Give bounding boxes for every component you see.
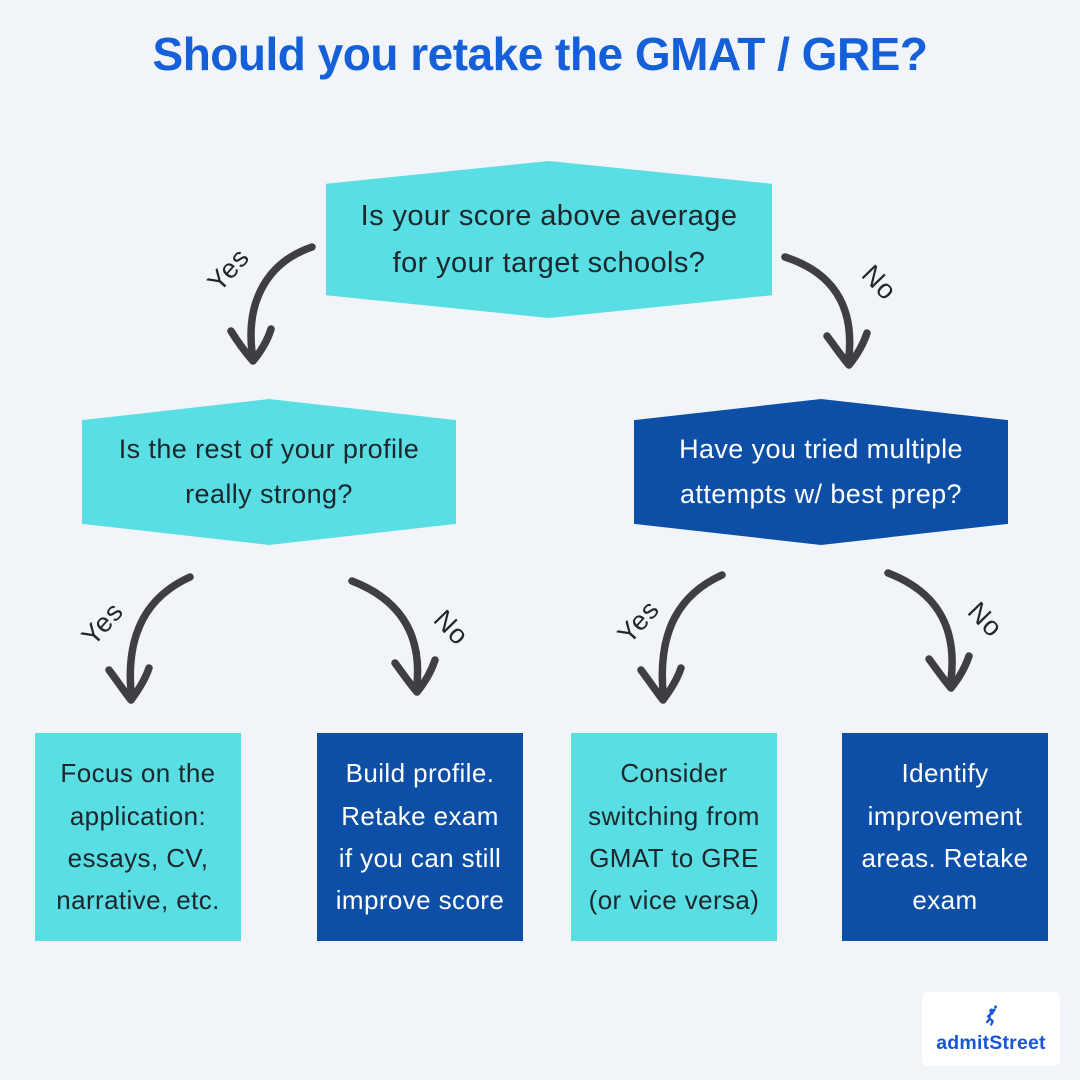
- leaf-switch-test-text: Consider switching from GMAT to GRE (or …: [588, 758, 760, 916]
- leaf-build-profile-text: Build profile. Retake exam if you can st…: [335, 758, 505, 916]
- admitstreet-logo-text: admitStreet: [936, 1031, 1046, 1054]
- leaf-build-profile: Build profile. Retake exam if you can st…: [317, 733, 523, 941]
- leaf-focus-application: Focus on the application: essays, CV, na…: [35, 733, 241, 941]
- admitstreet-jumping-person-icon: [978, 1004, 1004, 1030]
- page-title: Should you retake the GMAT / GRE?: [152, 28, 928, 80]
- edge-attempts-no-label: No: [961, 596, 1009, 644]
- node-root-question: Is your score above average for your tar…: [326, 161, 772, 318]
- node-root-question-text: Is your score above average for your tar…: [360, 200, 738, 279]
- node-attempts-question: Have you tried multiple attempts w/ best…: [634, 399, 1008, 545]
- edge-attempts-yes-label: Yes: [611, 594, 666, 650]
- edge-attempts-no-arrow-icon: [884, 569, 973, 692]
- edge-profile-yes-label: Yes: [75, 596, 130, 652]
- edge-profile-no-arrow-icon: [348, 577, 439, 696]
- admitstreet-logo: admitStreet: [922, 992, 1060, 1066]
- node-attempts-question-text: Have you tried multiple attempts w/ best…: [679, 434, 963, 509]
- edge-profile-no-label: No: [427, 604, 475, 652]
- leaf-identify-improvements: Identify improvement areas. Retake exam: [842, 733, 1048, 941]
- node-profile-question: Is the rest of your profile really stron…: [82, 399, 456, 545]
- leaf-identify-improvements-text: Identify improvement areas. Retake exam: [861, 758, 1029, 916]
- edge-root-yes-label: Yes: [201, 242, 256, 298]
- leaf-focus-application-text: Focus on the application: essays, CV, na…: [56, 758, 220, 916]
- node-profile-question-text: Is the rest of your profile really stron…: [118, 434, 420, 509]
- leaf-switch-test: Consider switching from GMAT to GRE (or …: [571, 733, 777, 941]
- edge-root-no-label: No: [855, 259, 903, 307]
